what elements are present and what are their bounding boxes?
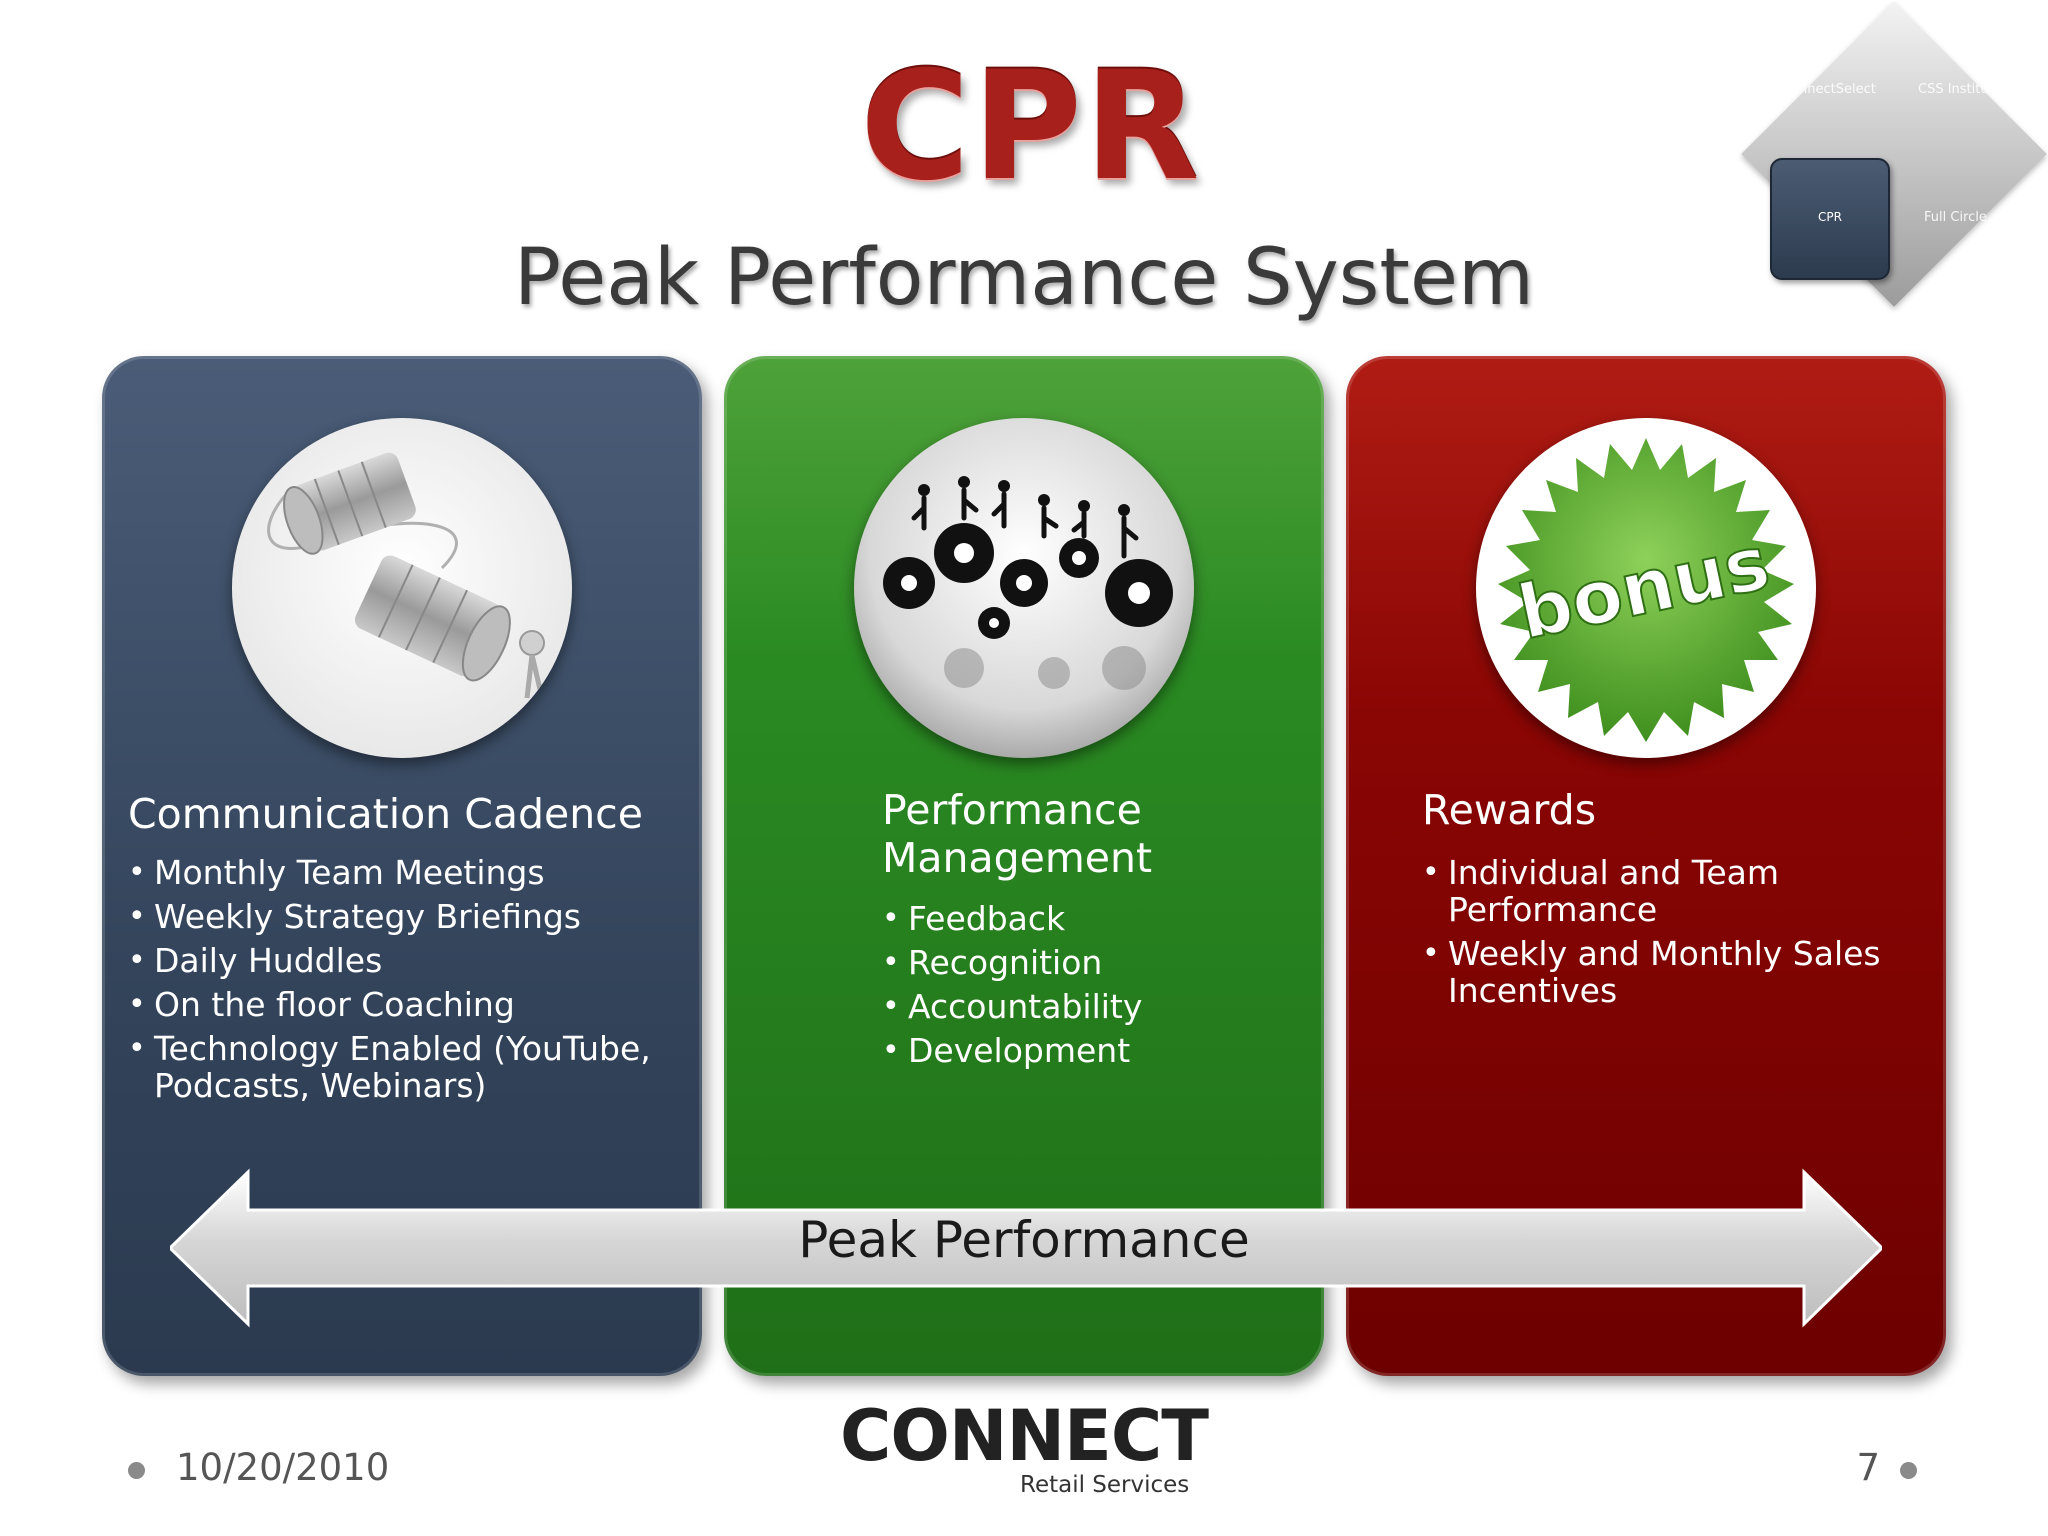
list-item: Monthly Team Meetings (128, 854, 688, 891)
diamond-label-css-institute[interactable]: CSS Institute (1918, 82, 2002, 97)
list-item: Recognition (882, 944, 1312, 981)
bullet-list: Individual and Team Performance Weekly a… (1422, 854, 1922, 1016)
diamond-label-full-circle[interactable]: Full Circle (1924, 210, 1987, 225)
panel-heading: Communication Cadence (128, 790, 643, 838)
list-item: Feedback (882, 900, 1312, 937)
footer-bullet-right (1900, 1462, 1917, 1479)
bonus-starburst (1498, 438, 1794, 742)
connect-logo-text: CONNECT (840, 1395, 1209, 1477)
double-arrow-icon (170, 1168, 1882, 1328)
list-item: Individual and Team Performance (1422, 854, 1922, 928)
footer-date: 10/20/2010 (176, 1446, 390, 1489)
bullet-list: Monthly Team Meetings Weekly Strategy Br… (128, 854, 688, 1111)
slide-subtitle: Peak Performance System (514, 233, 1534, 323)
list-item: Accountability (882, 988, 1312, 1025)
list-item: Development (882, 1032, 1312, 1069)
diamond-cpr-label: CPR (1818, 210, 1842, 224)
page-number: 7 (1856, 1446, 1880, 1489)
list-item: Weekly Strategy Briefings (128, 898, 688, 935)
panel-communication-cadence: Communication Cadence Monthly Team Meeti… (102, 356, 702, 1376)
list-item: Technology Enabled (YouTube, Podcasts, W… (128, 1030, 688, 1104)
footer-bullet-left (128, 1462, 145, 1479)
tin-can-phone-icon (232, 418, 572, 758)
list-item: On the floor Coaching (128, 986, 688, 1023)
bullet-list: Feedback Recognition Accountability Deve… (882, 900, 1312, 1076)
list-item: Weekly and Monthly Sales Incentives (1422, 935, 1922, 1009)
diamond-label-connectselect[interactable]: ConnectSelect (1782, 82, 1876, 97)
cpr-logo: CPR (860, 40, 1202, 214)
bonus-badge-icon: bonus (1476, 418, 1816, 758)
panel-heading: Rewards (1422, 786, 1597, 834)
panel-rewards: bonus Rewards Individual and Team Perfor… (1346, 356, 1946, 1376)
connect-logo: CONNECT (840, 1398, 1209, 1474)
panel-performance-management: Performance Management Feedback Recognit… (724, 356, 1324, 1376)
diamond-nav: ConnectSelect CSS Institute Full Circle … (1741, 0, 2048, 310)
diamond-cpr-box[interactable]: CPR (1770, 158, 1890, 280)
list-item: Daily Huddles (128, 942, 688, 979)
connect-logo-subtitle: Retail Services (1020, 1472, 1190, 1498)
gears-with-people-icon (854, 418, 1194, 758)
arrow-label: Peak Performance (798, 1211, 1250, 1269)
panel-heading: Performance Management (882, 786, 1153, 882)
